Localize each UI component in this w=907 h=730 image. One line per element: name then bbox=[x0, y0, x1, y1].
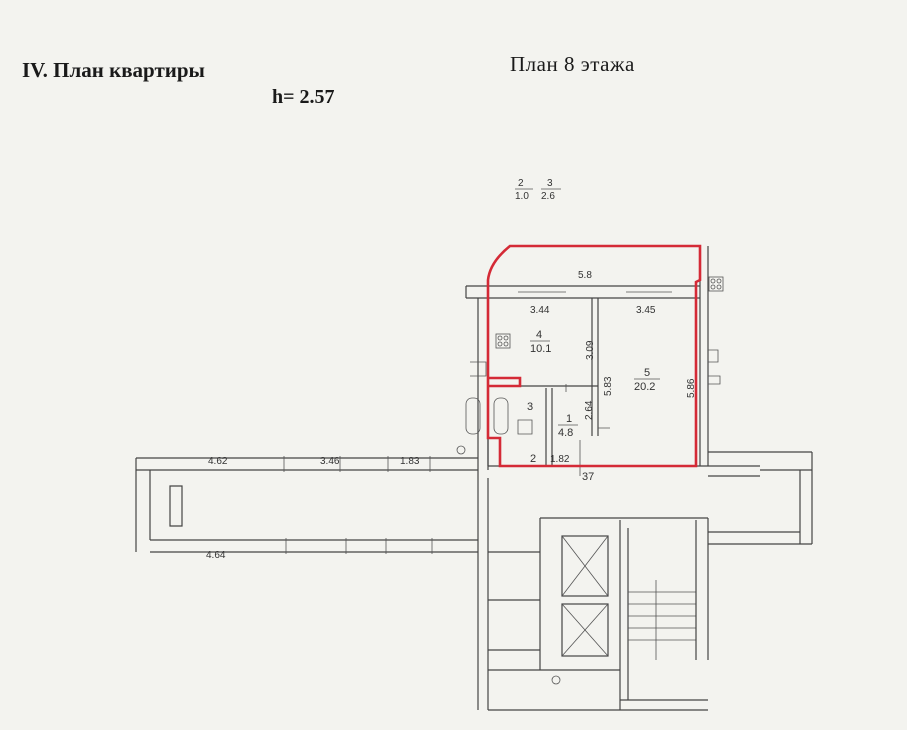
marker-3-top: 3 bbox=[547, 178, 553, 189]
marker-2-bottom: 1.0 bbox=[515, 191, 529, 202]
dim-partition: 5.83 bbox=[603, 376, 614, 396]
top-marker-2: 2 1.0 bbox=[515, 178, 533, 202]
dim-corridor-1: 4.62 bbox=[208, 456, 228, 467]
dim-living-width: 3.45 bbox=[636, 305, 656, 316]
dim-corridor-4: 4.64 bbox=[206, 550, 226, 561]
plan-title: IV. План квартиры bbox=[22, 58, 205, 82]
room-1-area: 4.8 bbox=[558, 427, 573, 439]
building-walls bbox=[135, 246, 813, 711]
room-3-number: 3 bbox=[527, 401, 533, 413]
room-5-living: 5 20.2 bbox=[634, 367, 660, 393]
elevator-shaft-2 bbox=[561, 603, 609, 657]
floor-plan-label: План 8 этажа bbox=[510, 52, 635, 76]
room-4-kitchen: 4 10.1 bbox=[530, 329, 551, 355]
dim-bath-width: 1.82 bbox=[550, 454, 570, 465]
room-4-number: 4 bbox=[536, 329, 542, 341]
marker-3-bottom: 2.6 bbox=[541, 191, 555, 202]
ceiling-height-label: h= 2.57 bbox=[272, 86, 335, 108]
room-2-number: 2 bbox=[530, 453, 536, 465]
room-4-area: 10.1 bbox=[530, 343, 551, 355]
dim-overall-width: 5.8 bbox=[578, 270, 592, 281]
dim-corridor-2: 3.46 bbox=[320, 456, 340, 467]
elevator-shaft-1 bbox=[561, 535, 609, 597]
dimension-labels: 5.8 3.44 3.45 3.09 5.86 5.83 2.64 1.82 3… bbox=[206, 270, 697, 561]
marker-2-top: 2 bbox=[518, 178, 524, 189]
dim-kitchen-width: 3.44 bbox=[530, 305, 550, 316]
top-marker-3: 3 2.6 bbox=[541, 178, 561, 202]
room-5-number: 5 bbox=[644, 367, 650, 379]
dim-hall-depth: 2.64 bbox=[584, 400, 595, 420]
dim-corridor-3: 1.83 bbox=[400, 456, 420, 467]
room-labels: 4 10.1 5 20.2 1 4.8 3 2 bbox=[527, 329, 660, 465]
room-5-area: 20.2 bbox=[634, 381, 655, 393]
dim-kitchen-depth: 3.09 bbox=[585, 340, 596, 360]
dim-living-depth: 5.86 bbox=[686, 378, 697, 398]
room-1-hall: 1 4.8 bbox=[558, 413, 578, 439]
apartment-outline bbox=[486, 244, 702, 468]
room-1-number: 1 bbox=[566, 413, 572, 425]
apartment-number: 37 bbox=[582, 471, 594, 483]
